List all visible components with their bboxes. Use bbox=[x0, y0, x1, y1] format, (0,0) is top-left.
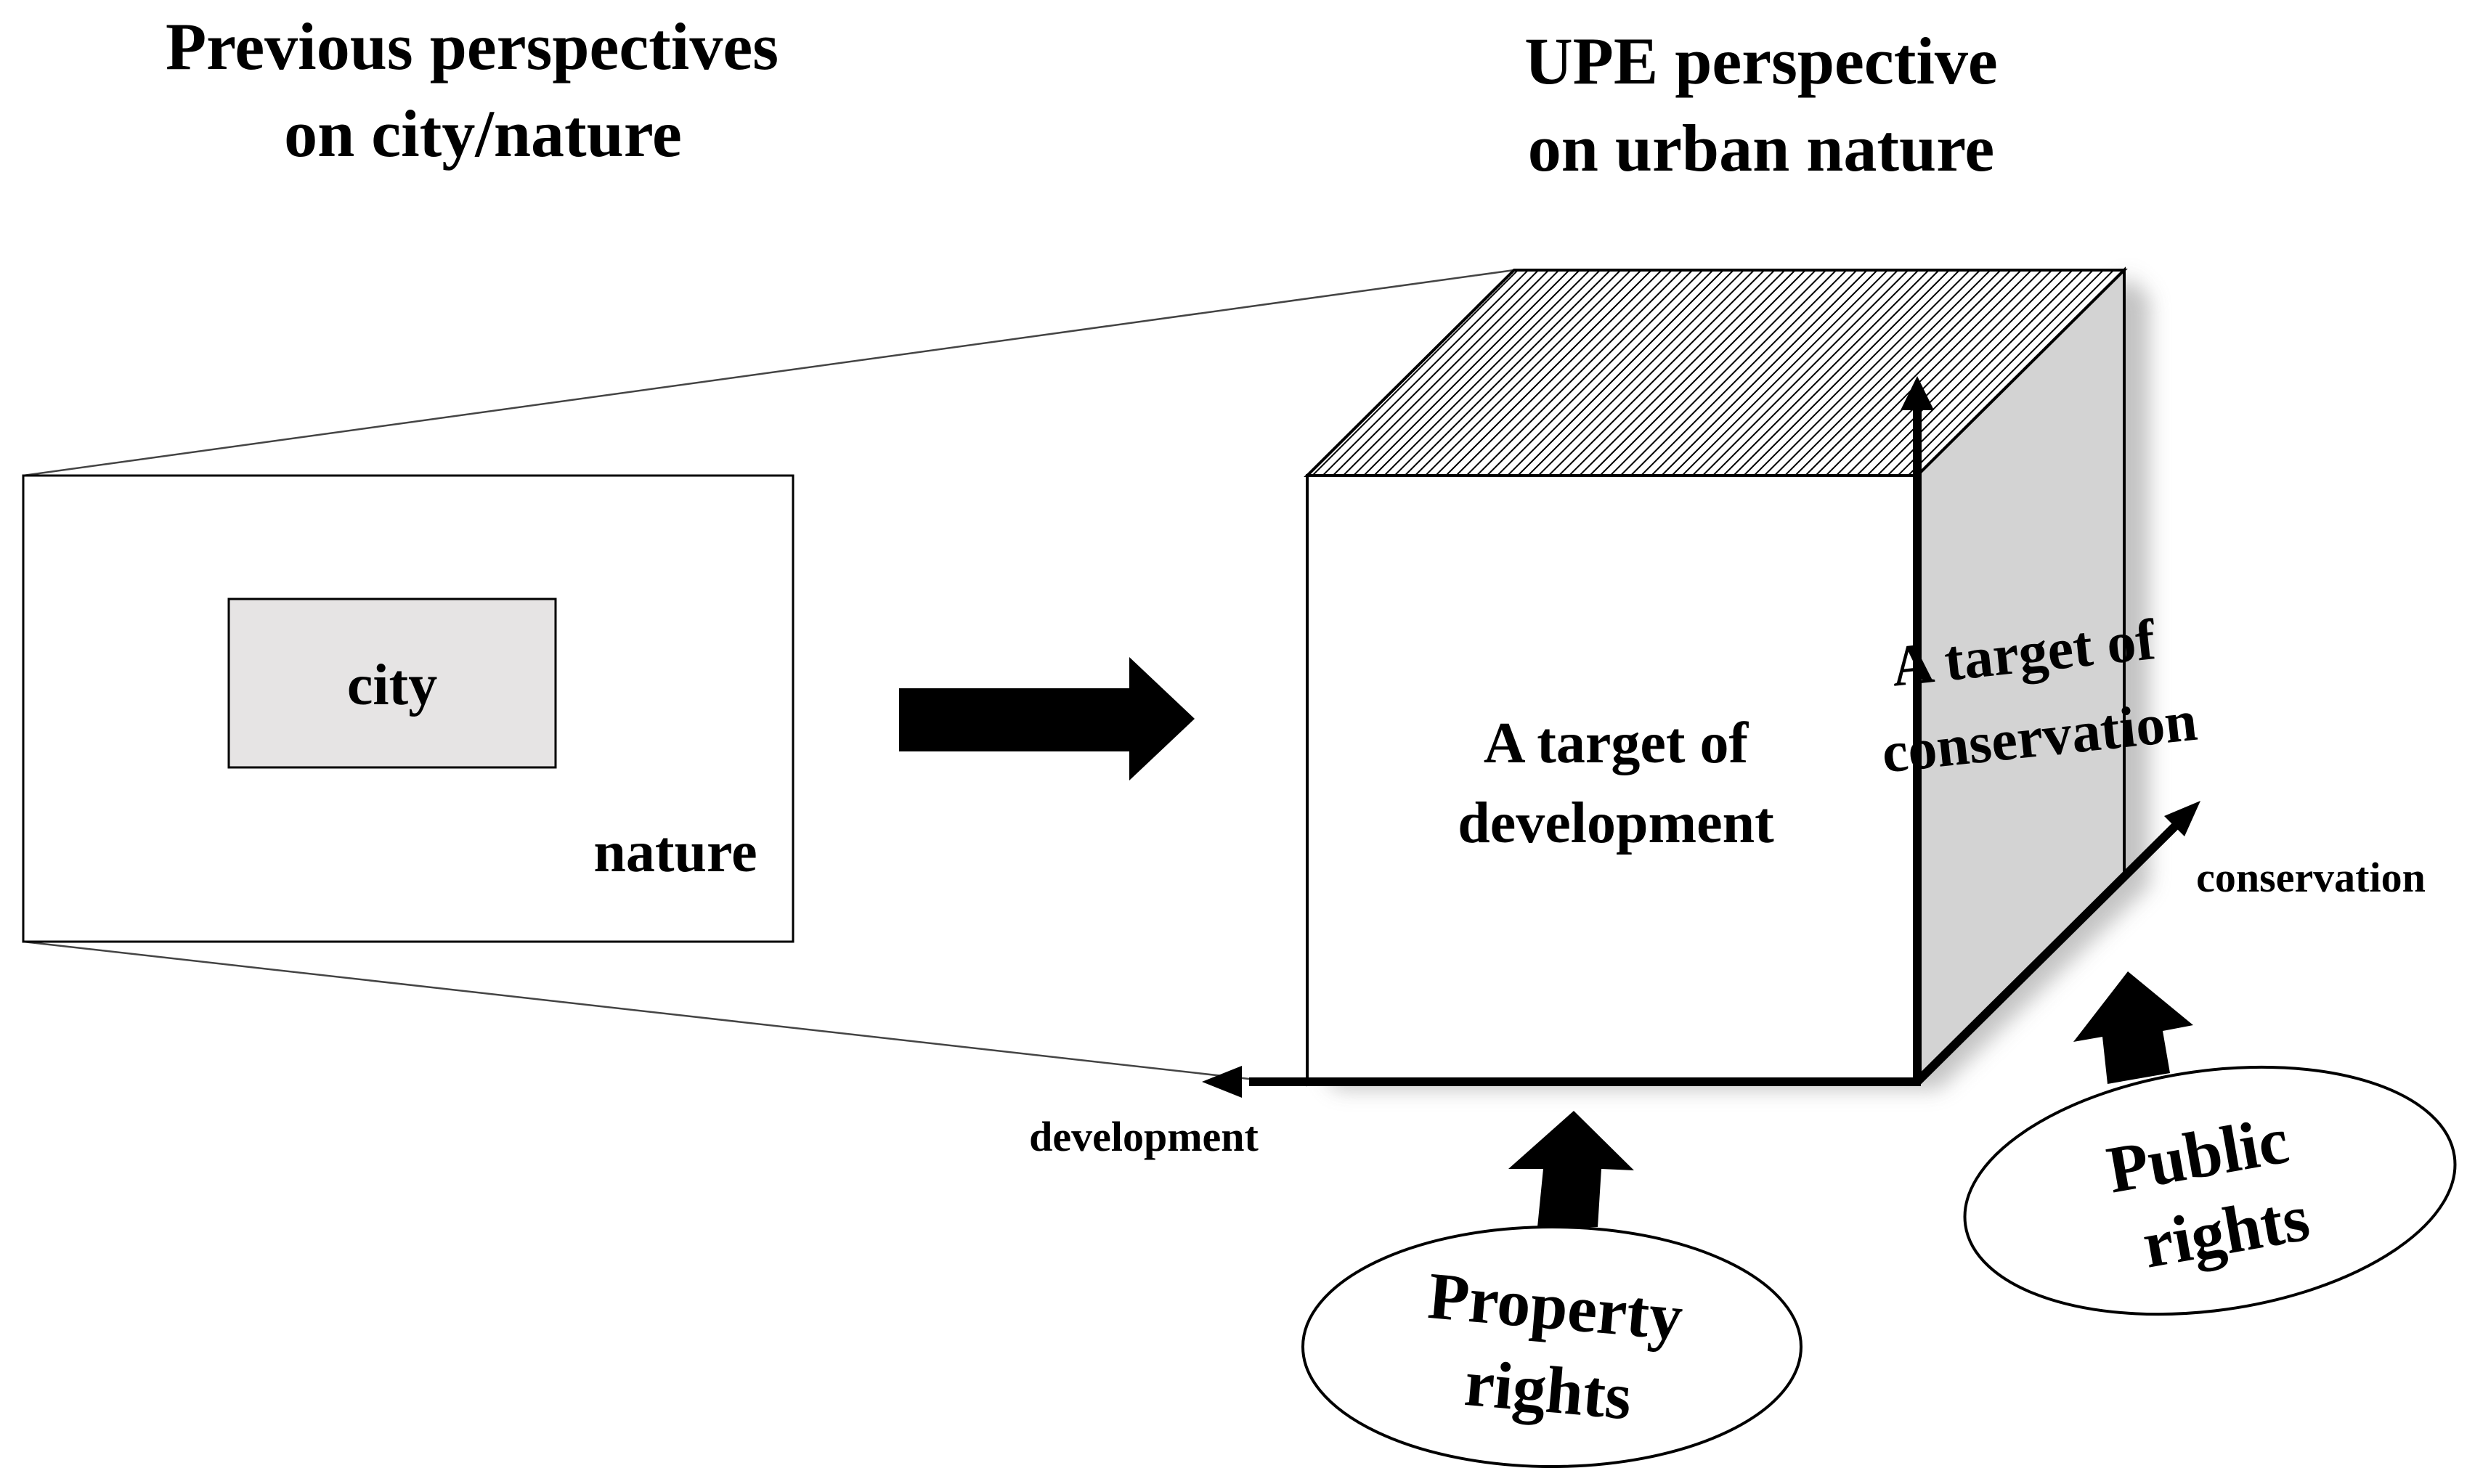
property-rights-ellipse bbox=[1301, 1226, 1803, 1468]
right-heading-line2: on urban nature bbox=[1528, 111, 1994, 185]
left-heading-line1: Previous perspectives bbox=[166, 9, 779, 83]
city-box bbox=[227, 598, 557, 769]
front-face-label-line2: development bbox=[1458, 791, 1774, 855]
conservation-axis bbox=[1914, 823, 2179, 1085]
property-rights-arrow bbox=[1508, 1111, 1634, 1227]
public-rights-arrow bbox=[2073, 971, 2193, 1084]
transition-arrow bbox=[899, 657, 1195, 780]
projection-line-bottom bbox=[23, 940, 1308, 1087]
left-heading-line2: on city/nature bbox=[284, 97, 682, 171]
vertical-axis-arrowhead bbox=[1901, 376, 1934, 410]
front-face-label-line1: A target of bbox=[1484, 712, 1749, 775]
property-rights-line2: rights bbox=[1462, 1345, 1635, 1434]
development-axis-arrowhead bbox=[1202, 1066, 1242, 1098]
conservation-axis-label: conservation bbox=[2196, 854, 2426, 901]
development-axis-label: development bbox=[1029, 1113, 1259, 1160]
city-label: city bbox=[347, 653, 437, 717]
public-rights-ellipse bbox=[1963, 1065, 2457, 1316]
nature-label: nature bbox=[593, 820, 757, 884]
projection-line-top bbox=[23, 269, 1515, 477]
cube-front-face bbox=[1306, 474, 1919, 1083]
right-heading-line1: UPE perspective bbox=[1524, 24, 1998, 98]
conservation-axis-arrowhead bbox=[2164, 801, 2200, 836]
